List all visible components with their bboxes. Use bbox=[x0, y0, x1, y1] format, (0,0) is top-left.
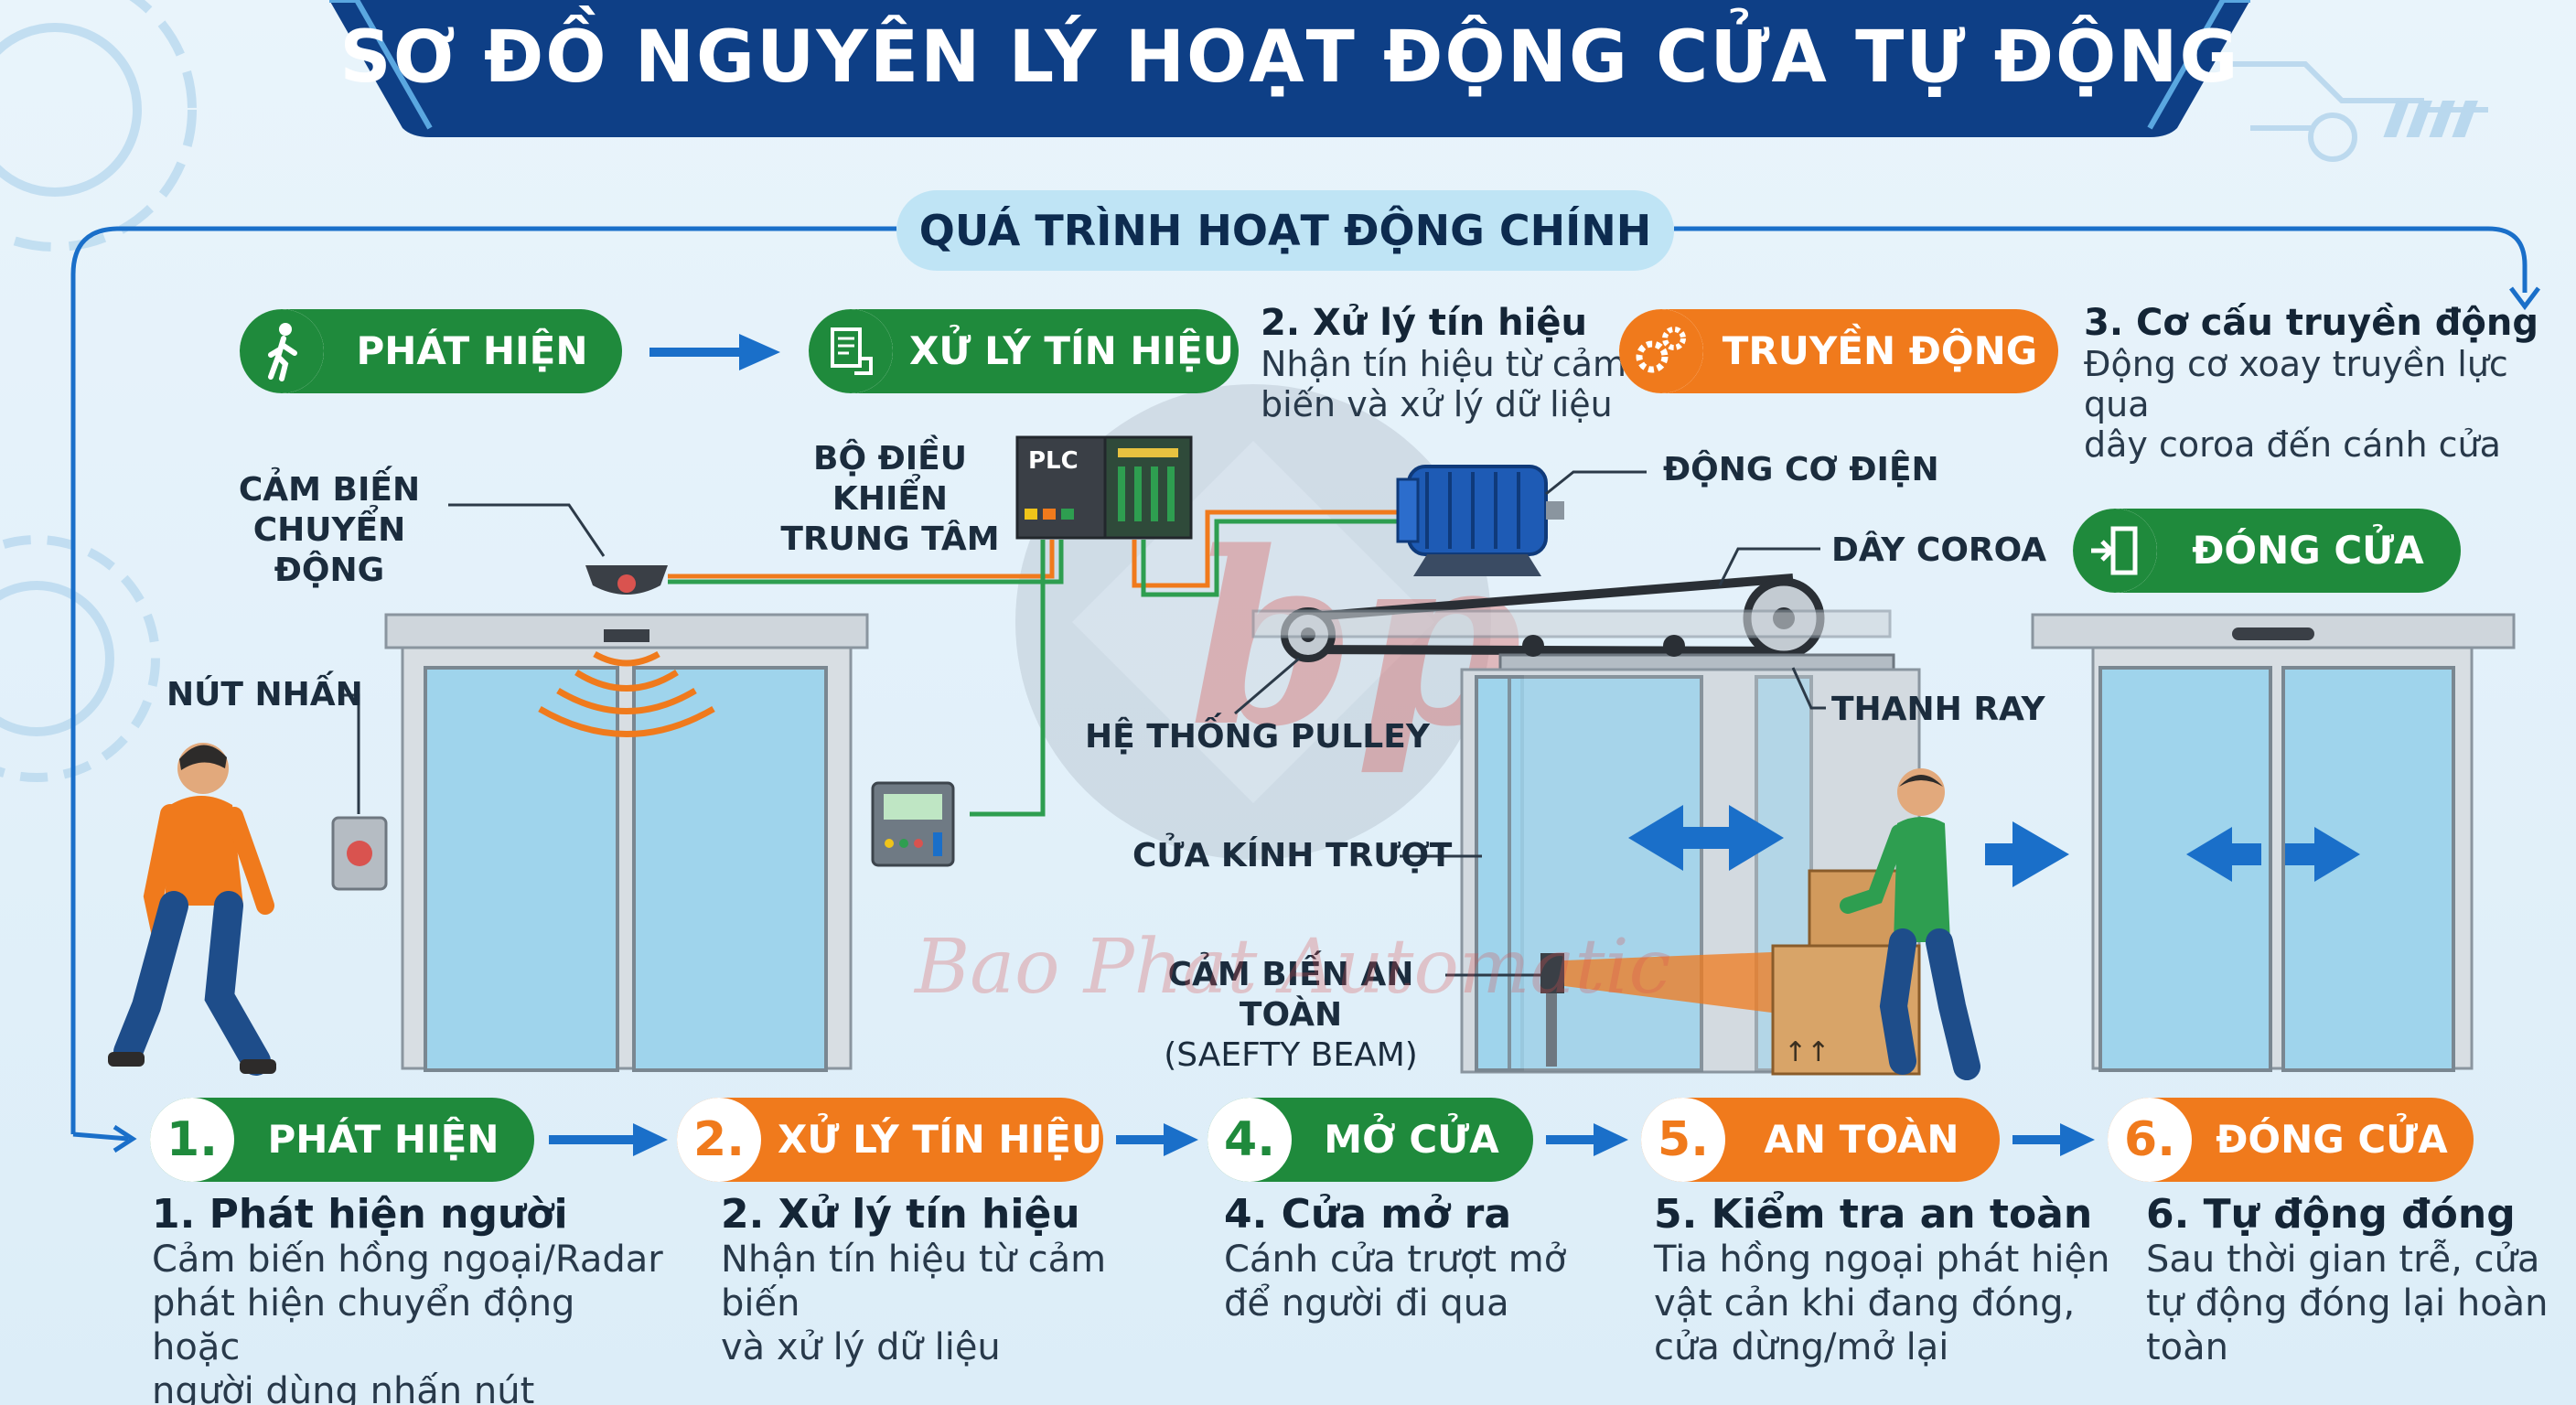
step-5-desc-1: Tia hồng ngoại phát hiện bbox=[1654, 1239, 2110, 1281]
step-pill-4: 4. MỞ CỬA bbox=[1208, 1098, 1533, 1182]
pill-drive: TRUYỀN ĐỘNG bbox=[1619, 309, 2058, 393]
motion-sensor-icon bbox=[585, 565, 668, 595]
note-signal-desc-1: Nhận tín hiệu từ cảm bbox=[1261, 344, 1627, 384]
step-4-desc-2: để người đi qua bbox=[1224, 1282, 1509, 1325]
label-controller-line1: BỘ ĐIỀU KHIỂN bbox=[813, 440, 967, 518]
note-drive-desc-1: Động cơ xoay truyền lực qua bbox=[2084, 344, 2508, 424]
step-2-label: XỬ LÝ TÍN HIỆU bbox=[778, 1117, 1102, 1162]
step-1-desc-3: người dùng nhấn nút bbox=[152, 1370, 535, 1405]
label-safety-sensor: CẢM BIẾN AN TOÀN (SAEFTY BEAM) bbox=[1140, 955, 1442, 1076]
step-4-text: 4. Cửa mở ra Cánh cửa trượt mở để người … bbox=[1224, 1191, 1626, 1325]
step-5-number: 5. bbox=[1641, 1098, 1725, 1182]
label-motion-sensor-line2: CHUYỂN ĐỘNG bbox=[252, 511, 406, 589]
watermark-text: Bao Phat Automatic bbox=[915, 924, 1671, 1011]
step-5-title: 5. Kiểm tra an toàn bbox=[1654, 1191, 2093, 1238]
step-pill-6: 6. ĐÓNG CỬA bbox=[2108, 1098, 2474, 1182]
pill-drive-label: TRUYỀN ĐỘNG bbox=[1722, 328, 2038, 373]
bottom-flow-arrows bbox=[549, 1123, 2095, 1156]
walking-person-icon bbox=[240, 309, 324, 393]
step-5-label: AN TOÀN bbox=[1764, 1117, 1959, 1162]
step-6-desc-2: tự động đóng lại hoàn bbox=[2146, 1282, 2549, 1325]
plc-controller-icon bbox=[1015, 435, 1193, 540]
label-rail: THANH RAY bbox=[1831, 691, 2045, 728]
electric-motor-icon bbox=[1396, 465, 1564, 576]
step-5-desc-3: cửa dừng/mở lại bbox=[1654, 1326, 1949, 1368]
pill-close: ĐÓNG CỬA bbox=[2073, 509, 2461, 593]
step-1-desc-1: Cảm biến hồng ngoại/Radar bbox=[152, 1239, 663, 1281]
step-4-title: 4. Cửa mở ra bbox=[1224, 1191, 1512, 1238]
step-2-title: 2. Xử lý tín hiệu bbox=[721, 1191, 1080, 1238]
right-door bbox=[2031, 613, 2516, 1072]
step-6-desc-3: toàn bbox=[2146, 1326, 2229, 1368]
step-6-title: 6. Tự động đóng bbox=[2146, 1191, 2516, 1238]
step-1-desc-2: phát hiện chuyển động hoặc bbox=[152, 1282, 575, 1368]
step-4-label: MỞ CỬA bbox=[1324, 1117, 1499, 1162]
svg-text:↑↑: ↑↑ bbox=[1784, 1036, 1830, 1068]
label-belt: DÂY COROA bbox=[1831, 531, 2047, 569]
step-1-text: 1. Phát hiện người Cảm biến hồng ngoại/R… bbox=[152, 1191, 664, 1405]
label-safety-sensor-line1: CẢM BIẾN AN TOÀN bbox=[1167, 956, 1414, 1034]
step-5-text: 5. Kiểm tra an toàn Tia hồng ngoại phát … bbox=[1654, 1191, 2111, 1369]
label-sliding-glass: CỬA KÍNH TRƯỢT bbox=[1132, 837, 1453, 874]
step-4-desc-1: Cánh cửa trượt mở bbox=[1224, 1239, 1567, 1281]
step-6-desc-1: Sau thời gian trễ, cửa bbox=[2146, 1239, 2540, 1281]
label-push-button: NÚT NHẤN bbox=[166, 676, 363, 713]
page-title: SƠ ĐỒ NGUYÊN LÝ HOẠT ĐỘNG CỬA TỰ ĐỘNG bbox=[339, 16, 2240, 99]
pill-signal-label: XỬ LÝ TÍN HIỆU bbox=[909, 328, 1234, 373]
label-motion-sensor: CẢM BIẾN CHUYỂN ĐỘNG bbox=[201, 470, 457, 591]
step-2-desc-2: và xử lý dữ liệu bbox=[721, 1326, 1001, 1368]
pill-detect: PHÁT HIỆN bbox=[240, 309, 622, 393]
pill-signal: XỬ LÝ TÍN HIỆU bbox=[809, 309, 1239, 393]
title-banner bbox=[329, 0, 2250, 137]
step-pill-2: 2. XỬ LÝ TÍN HIỆU bbox=[677, 1098, 1103, 1182]
step-pill-1: 1. PHÁT HIỆN bbox=[150, 1098, 534, 1182]
note-signal-desc-2: biến và xử lý dữ liệu bbox=[1261, 384, 1613, 424]
label-safety-beam: (SAEFTY BEAM) bbox=[1164, 1036, 1418, 1074]
step-5-desc-2: vật cản khi đang đóng, bbox=[1654, 1282, 2076, 1325]
step-2-desc-1: Nhận tín hiệu từ cảm biến bbox=[721, 1239, 1107, 1325]
step-6-number: 6. bbox=[2108, 1098, 2192, 1182]
document-process-icon bbox=[809, 309, 893, 393]
note-signal: 2. Xử lý tín hiệu Nhận tín hiệu từ cảm b… bbox=[1261, 302, 1626, 424]
label-controller-line2: TRUNG TÂM bbox=[780, 520, 1000, 558]
label-motor: ĐỘNG CƠ ĐIỆN bbox=[1663, 451, 1939, 488]
label-pulley: HỆ THỐNG PULLEY bbox=[1085, 718, 1430, 756]
step-1-title: 1. Phát hiện người bbox=[152, 1191, 568, 1238]
exit-door-icon bbox=[2073, 509, 2157, 593]
note-signal-title: 2. Xử lý tín hiệu bbox=[1261, 302, 1587, 344]
step-6-text: 6. Tự động đóng Sau thời gian trễ, cửa t… bbox=[2146, 1191, 2558, 1369]
step-pill-5: 5. AN TOÀN bbox=[1641, 1098, 2000, 1182]
push-button-icon bbox=[331, 816, 388, 891]
step-1-label: PHÁT HIỆN bbox=[267, 1117, 499, 1162]
pill-close-label: ĐÓNG CỬA bbox=[2192, 528, 2424, 573]
gears-icon bbox=[1619, 309, 1703, 393]
pill-detect-label: PHÁT HIỆN bbox=[356, 328, 588, 373]
note-drive: 3. Cơ cấu truyền động Động cơ xoay truyề… bbox=[2084, 302, 2576, 465]
worker-with-boxes: ↑↑ bbox=[1771, 768, 1980, 1080]
left-door bbox=[384, 613, 869, 1072]
label-motion-sensor-line1: CẢM BIẾN bbox=[238, 471, 421, 509]
walking-person bbox=[108, 743, 276, 1076]
step-2-number: 2. bbox=[677, 1098, 761, 1182]
label-controller: BỘ ĐIỀU KHIỂN TRUNG TÂM bbox=[767, 439, 1014, 560]
plc-label: PLC bbox=[1028, 447, 1079, 475]
note-drive-desc-2: dây coroa đến cánh cửa bbox=[2084, 424, 2501, 465]
step-2-text: 2. Xử lý tín hiệu Nhận tín hiệu từ cảm b… bbox=[721, 1191, 1197, 1369]
note-drive-title: 3. Cơ cấu truyền động bbox=[2084, 302, 2538, 344]
step-4-number: 4. bbox=[1208, 1098, 1292, 1182]
door-arrows bbox=[1628, 805, 2069, 887]
section-label: QUÁ TRÌNH HOẠT ĐỘNG CHÍNH bbox=[896, 190, 1674, 271]
control-panel-icon bbox=[871, 781, 955, 867]
arrow-right-icon bbox=[649, 334, 780, 370]
step-1-number: 1. bbox=[150, 1098, 234, 1182]
step-6-label: ĐÓNG CỬA bbox=[2216, 1117, 2448, 1162]
